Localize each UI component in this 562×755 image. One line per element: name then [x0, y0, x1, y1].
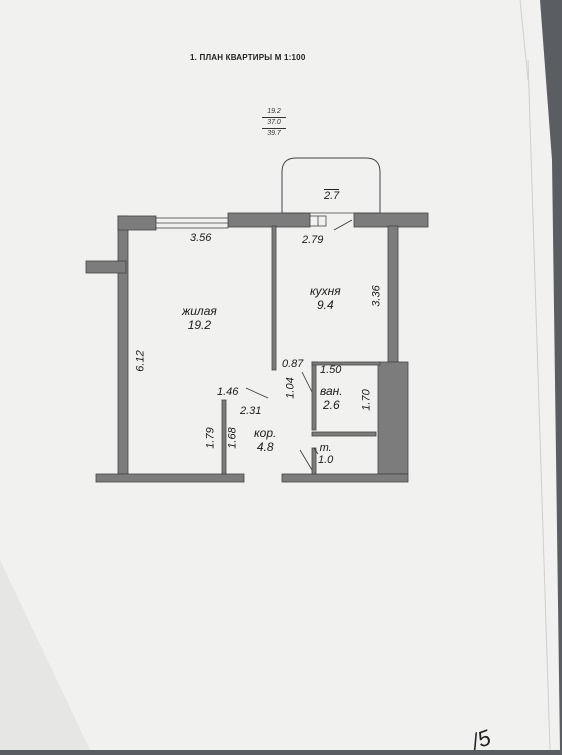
plan-title: 1. ПЛАН КВАРТИРЫ М 1:100	[190, 53, 306, 62]
room-bathroom-area: 2.6	[322, 398, 340, 412]
living-width-label: 3.56	[190, 232, 212, 244]
door-swings	[245, 219, 353, 471]
wall-segment-a-label: 0.87	[282, 358, 304, 370]
room-corridor-name: кор.	[254, 426, 277, 440]
area-living: 19.2	[267, 108, 281, 115]
corridor-a-label: 1.46	[217, 386, 239, 398]
room-living-area: 19.2	[187, 318, 212, 332]
corridor-c-label: 1.79	[204, 427, 217, 449]
living-depth-label: 6.12	[134, 350, 147, 372]
windows	[155, 215, 327, 229]
balcony-area-label: 2.7	[324, 189, 340, 202]
walls	[85, 212, 429, 483]
corridor-b-label: 2.31	[240, 405, 262, 417]
area-with-balcony: 39.7	[262, 128, 286, 139]
bath-depth-label: 1.70	[360, 389, 373, 411]
wall-segment-b-label: 1.04	[284, 377, 297, 399]
kitchen-depth-label: 3.36	[370, 285, 383, 307]
room-kitchen-name: кухня	[310, 284, 341, 298]
room-kitchen-area: 9.4	[317, 298, 334, 312]
room-living: жилая 19.2	[182, 304, 217, 332]
paper-shadow	[0, 560, 90, 750]
room-toilet-name: т.	[319, 442, 332, 454]
room-toilet: т. 1.0	[318, 442, 333, 466]
room-bathroom: ван. 2.6	[320, 384, 343, 412]
bath-width-label: 1.50	[320, 364, 342, 376]
kitchen-width-label: 2.79	[302, 234, 324, 246]
corridor-d-label: 1.68	[226, 427, 239, 449]
room-bathroom-name: ван.	[320, 384, 343, 398]
area-summary: 19.2 37.0 39.7	[262, 107, 286, 139]
room-corridor: кор. 4.8	[254, 426, 276, 454]
room-kitchen: кухня 9.4	[310, 284, 341, 312]
room-corridor-area: 4.8	[256, 440, 274, 454]
area-total: 37.0	[262, 117, 286, 128]
room-living-name: жилая	[182, 304, 217, 318]
room-toilet-area: 1.0	[318, 454, 334, 466]
balcony-outline	[281, 157, 381, 213]
